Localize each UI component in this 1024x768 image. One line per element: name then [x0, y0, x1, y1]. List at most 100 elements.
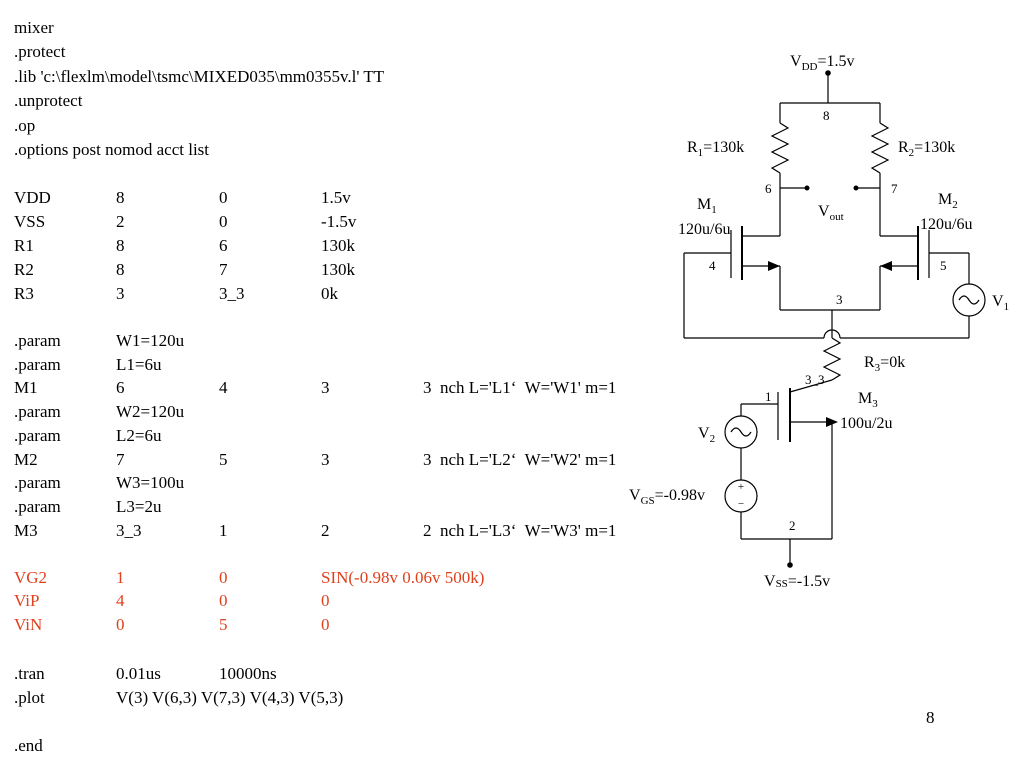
netlist-cell: 4 [116, 591, 125, 610]
vgs-label: VGS=-0.98v [629, 487, 705, 507]
netlist-cell: 5 [219, 450, 228, 469]
m1-label: M1 [697, 196, 717, 216]
r1-label-value: =130k [703, 139, 744, 156]
netlist-cell: .tran [14, 664, 45, 683]
node-label-4: 4 [709, 258, 716, 273]
netlist-cell: 3 [321, 450, 330, 469]
netlist-cell: 8 [116, 236, 125, 255]
netlist-cell: 0.01us [116, 664, 161, 683]
v1-label-name: V [992, 293, 1004, 310]
netlist-cell: VSS [14, 212, 46, 231]
m2-size-label: 120u/6u [920, 216, 972, 233]
netlist-cell: 0 [219, 568, 228, 587]
vgs-minus-sign: − [738, 498, 744, 510]
v1-label: V1 [992, 293, 1009, 313]
circuit-schematic: + − VDD=1.5v R1=130k R2=130k M1 120u/6u … [629, 53, 1009, 590]
spice-netlist: mixer .protect .lib 'c:\flexlm\model\tsm… [0, 18, 680, 755]
netlist-cell: .param [14, 355, 61, 374]
netlist-cell: 3_3 [219, 284, 245, 303]
node-label-6: 6 [765, 181, 772, 196]
sine-source-v1-symbol [952, 283, 986, 317]
vgs-label-value: =-0.98v [655, 487, 705, 504]
m2-gate-wire [929, 252, 970, 338]
netlist-cell: M2 [14, 450, 38, 469]
v2-label-sub: 2 [710, 433, 716, 445]
netlist-op: .op [14, 116, 36, 135]
node-label-5: 5 [940, 258, 947, 273]
netlist-cell: 130k [321, 260, 355, 279]
netlist-cell: VDD [14, 188, 51, 207]
m3-label-name: M [858, 390, 872, 407]
netlist-cell: SIN(-0.98v 0.06v 500k) [321, 568, 485, 587]
netlist-cell: 0 [116, 615, 125, 634]
m3-gate-wire [740, 403, 832, 568]
mosfet-m2-symbol [879, 188, 930, 310]
m1-label-sub: 1 [711, 204, 717, 216]
netlist-cell: .param [14, 402, 61, 421]
netlist-cell: 5 [219, 615, 228, 634]
netlist-cell: R1 [14, 236, 34, 255]
netlist-cell: R2 [14, 260, 34, 279]
netlist-cell: W3=100u [116, 473, 185, 492]
netlist-options: .options post nomod acct list [14, 140, 210, 159]
node-label-8: 8 [823, 108, 830, 123]
netlist-cell: L2=6u [116, 426, 162, 445]
netlist-cell: 1 [116, 568, 125, 587]
netlist-lib: .lib 'c:\flexlm\model\tsmc\MIXED035\mm03… [14, 67, 385, 86]
netlist-protect: .protect [14, 42, 66, 61]
netlist-row: .param L1=6u [0, 355, 680, 375]
vdd-label-name: V [790, 53, 802, 70]
netlist-cell: 0k [321, 284, 338, 303]
r3-label-sub: 3 [875, 362, 881, 374]
node-label-3-3: 3_3 [805, 372, 825, 387]
netlist-cell: 6 [116, 378, 125, 397]
vgs-label-sub: GS [641, 495, 655, 507]
vout-label: Vout [818, 203, 844, 223]
netlist-cell: V(3) V(6,3) V(7,3) V(4,3) V(5,3) [116, 688, 344, 707]
netlist-row: .param W3=100u [0, 473, 680, 493]
resistor-r1-symbol [770, 122, 790, 188]
mosfet-m3-symbol [777, 379, 838, 539]
netlist-cell: .param [14, 331, 61, 350]
vss-label-name: V [764, 573, 776, 590]
m1-size-label: 120u/6u [678, 221, 730, 238]
m2-label-name: M [938, 191, 952, 208]
netlist-cell: .param [14, 473, 61, 492]
vout-label-sub: out [830, 211, 844, 223]
netlist-cell: L1=6u [116, 355, 162, 374]
netlist-cell: L3=2u [116, 497, 162, 516]
vout-terminals [780, 185, 880, 191]
netlist-cell: -1.5v [321, 212, 357, 231]
netlist-cell: 8 [116, 188, 125, 207]
m3-label: M3 [858, 390, 878, 410]
m1-gate-wire [683, 252, 969, 339]
m2-label: M2 [938, 191, 958, 211]
netlist-cell: 0 [219, 188, 228, 207]
v2-label: V2 [698, 425, 715, 445]
mosfet-m1-symbol [730, 188, 781, 310]
node-label-2: 2 [789, 518, 796, 533]
netlist-row: VDD 8 0 1.5v [0, 188, 680, 208]
netlist-title: mixer [14, 18, 54, 37]
netlist-cell: ViP [14, 591, 40, 610]
dc-source-vgs-symbol: + − [724, 479, 758, 513]
node-label-7: 7 [891, 181, 898, 196]
netlist-cell: 4 [219, 378, 228, 397]
sine-source-v2-symbol [724, 415, 758, 449]
vss-label: VSS=-1.5v [764, 573, 830, 590]
netlist-cell: 1.5v [321, 188, 351, 207]
m1-label-name: M [697, 196, 711, 213]
netlist-cell: 0 [321, 591, 330, 610]
node-label-3: 3 [836, 292, 843, 307]
netlist-cell: 6 [219, 236, 228, 255]
netlist-cell: VG2 [14, 568, 48, 587]
page-number: 8 [926, 708, 935, 727]
netlist-row: VG2 1 0 SIN(-0.98v 0.06v 500k) [0, 568, 680, 588]
m3-label-sub: 3 [872, 398, 878, 410]
netlist-cell: 130k [321, 236, 355, 255]
